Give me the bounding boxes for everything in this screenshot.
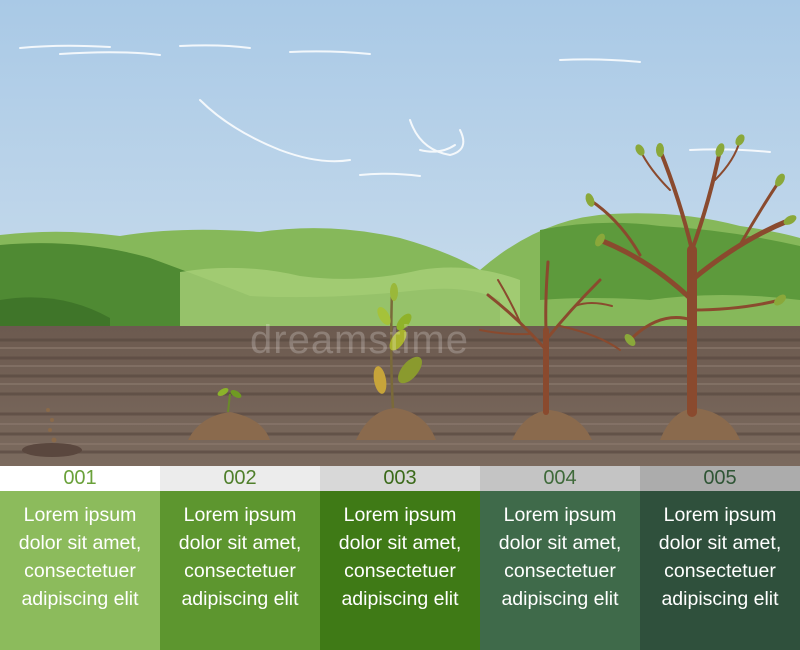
sprout-stage — [188, 388, 270, 440]
step-description: Lorem ipsum dolor sit amet, consectetuer… — [498, 504, 622, 610]
landscape-illustration — [0, 0, 800, 466]
seedling-stage — [356, 283, 436, 440]
step-body: Lorem ipsum dolor sit amet, consectetuer… — [320, 491, 480, 650]
step-number: 002 — [160, 466, 320, 491]
step-number: 005 — [640, 466, 800, 491]
step-panel-4: 004 Lorem ipsum dolor sit amet, consecte… — [480, 466, 640, 650]
step-body: Lorem ipsum dolor sit amet, consectetuer… — [640, 491, 800, 650]
step-panels: 001 Lorem ipsum dolor sit amet, consecte… — [0, 466, 800, 650]
step-number: 003 — [320, 466, 480, 491]
seed-stage — [22, 408, 82, 457]
young-tree-stage — [479, 260, 621, 440]
step-number: 001 — [0, 466, 160, 491]
step-number: 004 — [480, 466, 640, 491]
step-body: Lorem ipsum dolor sit amet, consectetuer… — [480, 491, 640, 650]
step-body: Lorem ipsum dolor sit amet, consectetuer… — [160, 491, 320, 650]
soil-field — [0, 326, 800, 466]
watermark: dreamstime — [250, 318, 469, 362]
mature-tree-stage — [585, 134, 797, 440]
step-panel-3: 003 Lorem ipsum dolor sit amet, consecte… — [320, 466, 480, 650]
step-description: Lorem ipsum dolor sit amet, consectetuer… — [338, 504, 462, 610]
step-panel-2: 002 Lorem ipsum dolor sit amet, consecte… — [160, 466, 320, 650]
step-panel-1: 001 Lorem ipsum dolor sit amet, consecte… — [0, 466, 160, 650]
step-description: Lorem ipsum dolor sit amet, consectetuer… — [658, 504, 782, 610]
growth-scene: dreamstime — [0, 0, 800, 466]
step-description: Lorem ipsum dolor sit amet, consectetuer… — [178, 504, 302, 610]
step-body: Lorem ipsum dolor sit amet, consectetuer… — [0, 491, 160, 650]
step-panel-5: 005 Lorem ipsum dolor sit amet, consecte… — [640, 466, 800, 650]
step-description: Lorem ipsum dolor sit amet, consectetuer… — [18, 504, 142, 610]
clouds — [19, 44, 771, 177]
